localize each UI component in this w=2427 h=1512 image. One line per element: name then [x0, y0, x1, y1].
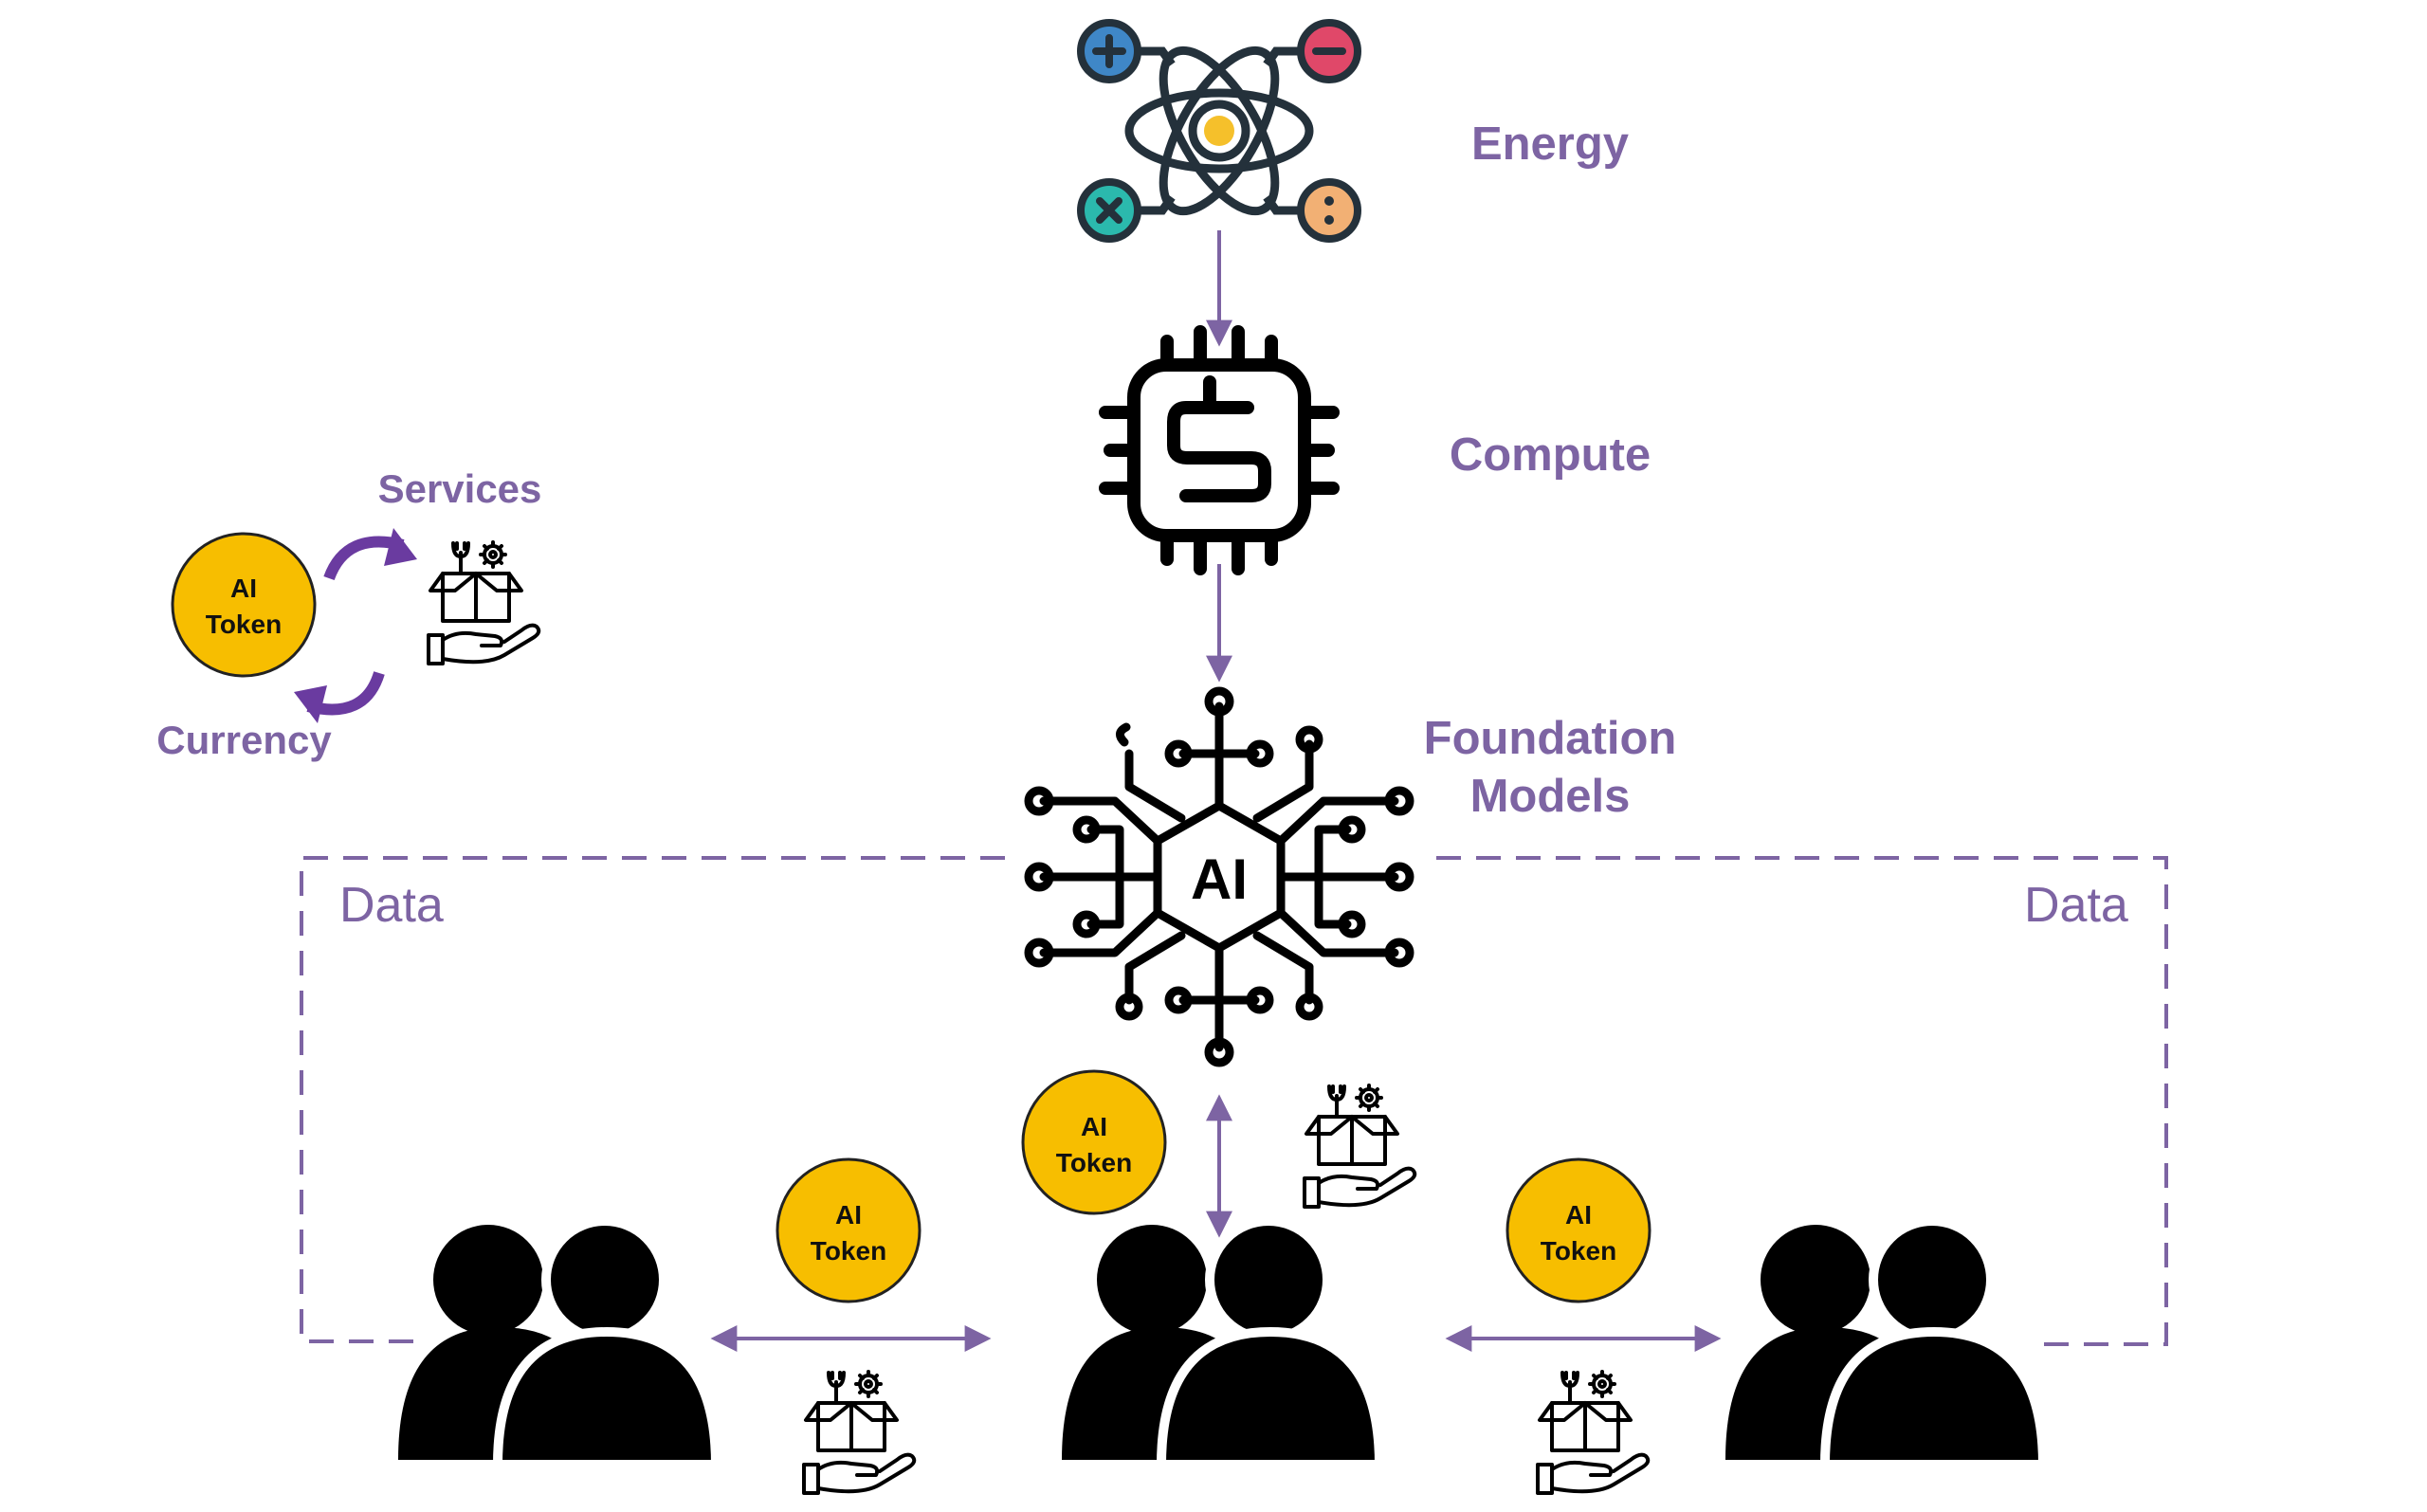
- cycle-arrow-icon-bottom: [294, 671, 385, 723]
- data-loop-left: [300, 856, 1005, 1343]
- token-line1: AI: [1565, 1200, 1592, 1230]
- users-group-icon-left: [398, 1221, 716, 1465]
- service-hand-icon-left: [802, 1370, 917, 1495]
- data-label-right: Data: [2024, 878, 2128, 933]
- users-group-icon-center: [1062, 1221, 1379, 1465]
- ai-token-legend: AI Token: [171, 532, 317, 678]
- energy-label: Energy: [1470, 118, 1630, 170]
- ai-neural-network-icon: [1024, 686, 1414, 1067]
- token-line2: Token: [1541, 1236, 1616, 1266]
- atom-icon: [1077, 19, 1361, 243]
- service-hand-icon-center: [1303, 1084, 1417, 1209]
- ai-token-left: AI Token: [776, 1157, 922, 1303]
- token-line1: AI: [230, 574, 257, 603]
- cpu-chip-icon: [1099, 325, 1340, 575]
- service-hand-icon-right: [1536, 1370, 1651, 1495]
- token-line1: AI: [1081, 1112, 1107, 1141]
- users-group-icon-right: [1725, 1221, 2043, 1465]
- ai-chip-label: AI: [1191, 847, 1248, 911]
- foundation-models-label: Foundation Models: [1423, 713, 1677, 823]
- data-label-left: Data: [339, 878, 444, 933]
- ai-token-center: AI Token: [1021, 1069, 1167, 1215]
- services-label: Services: [377, 466, 542, 511]
- data-loop-right: [1436, 856, 2168, 1346]
- service-hand-icon-top: [427, 540, 541, 665]
- token-line2: Token: [811, 1236, 886, 1266]
- compute-label: Compute: [1449, 429, 1651, 481]
- currency-label: Currency: [156, 718, 332, 762]
- token-line2: Token: [1056, 1148, 1132, 1177]
- cycle-arrow-icon-top: [323, 528, 417, 581]
- ai-token-right: AI Token: [1505, 1157, 1651, 1303]
- token-line1: AI: [835, 1200, 862, 1230]
- token-line2: Token: [206, 610, 282, 639]
